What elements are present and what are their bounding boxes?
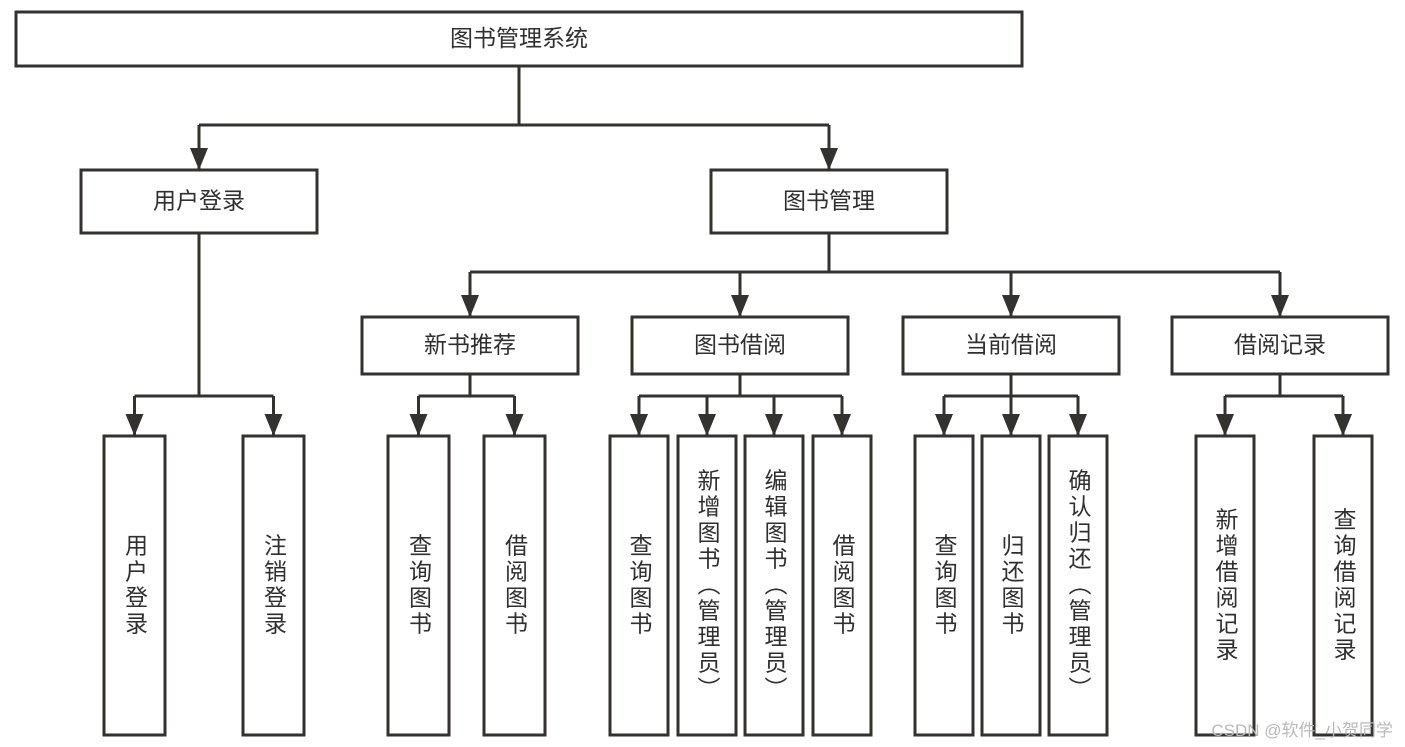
node-label: 用户登录 xyxy=(122,534,149,638)
node-label: 借阅图书 xyxy=(829,534,856,638)
node-leaf-add-record[interactable]: 新增借阅记录 xyxy=(1194,434,1256,737)
arrow-head-icon xyxy=(935,414,953,436)
node-box xyxy=(709,168,949,235)
node-box xyxy=(14,10,1024,68)
node-label: 用户登录 xyxy=(153,188,245,214)
node-label: 查询图书 xyxy=(406,534,433,638)
node-label: 确认归还（管理员） xyxy=(1065,469,1092,703)
node-box xyxy=(1170,315,1390,376)
node-box xyxy=(1047,434,1109,737)
node-user-login[interactable]: 用户登录 xyxy=(79,168,319,235)
arrow-head-icon xyxy=(409,414,428,436)
node-label: 查询图书 xyxy=(626,534,653,638)
node-box xyxy=(630,315,850,376)
arrow-head-icon xyxy=(731,295,749,317)
node-label: 新书推荐 xyxy=(424,332,516,358)
node-box xyxy=(102,434,167,737)
node-book-manage[interactable]: 图书管理 xyxy=(709,168,949,235)
node-leaf-borrow-book-rec[interactable]: 借阅图书 xyxy=(482,434,547,737)
node-label: 借阅图书 xyxy=(502,534,529,638)
node-leaf-query-record[interactable]: 查询借阅记录 xyxy=(1312,434,1374,737)
node-box xyxy=(980,434,1042,737)
arrow-head-icon xyxy=(1271,295,1289,317)
arrow-head-icon xyxy=(125,414,144,436)
node-leaf-confirm-return[interactable]: 确认归还（管理员） xyxy=(1047,434,1109,737)
node-label: 编辑图书（管理员） xyxy=(761,469,788,703)
node-label: 图书管理系统 xyxy=(450,25,588,51)
node-box xyxy=(901,315,1121,376)
node-borrow-record[interactable]: 借阅记录 xyxy=(1170,315,1390,376)
node-leaf-return-book[interactable]: 归还图书 xyxy=(980,434,1042,737)
arrow-head-icon xyxy=(1002,414,1020,436)
node-box xyxy=(1194,434,1256,737)
arrow-head-icon xyxy=(630,414,648,436)
arrow-head-icon xyxy=(765,414,783,436)
arrow-head-icon xyxy=(698,414,716,436)
node-leaf-query-book-borrow[interactable]: 查询图书 xyxy=(608,434,670,737)
node-new-book-recommend[interactable]: 新书推荐 xyxy=(360,315,580,376)
node-label: 借阅记录 xyxy=(1234,332,1326,358)
arrow-head-icon xyxy=(190,148,208,170)
node-leaf-add-book[interactable]: 新增图书（管理员） xyxy=(676,434,738,737)
node-box xyxy=(913,434,975,737)
node-label: 注销登录 xyxy=(261,534,288,638)
node-leaf-query-book-rec[interactable]: 查询图书 xyxy=(386,434,451,737)
node-leaf-borrow-book[interactable]: 借阅图书 xyxy=(811,434,873,737)
arrow-head-icon xyxy=(1216,414,1234,436)
node-box xyxy=(1312,434,1374,737)
node-box xyxy=(811,434,873,737)
node-box xyxy=(360,315,580,376)
arrow-head-icon xyxy=(461,295,479,317)
arrow-head-icon xyxy=(1069,414,1087,436)
arrow-head-icon xyxy=(820,148,838,170)
arrow-head-icon xyxy=(833,414,851,436)
node-box xyxy=(386,434,451,737)
node-book-borrow[interactable]: 图书借阅 xyxy=(630,315,850,376)
node-label: 查询借阅记录 xyxy=(1330,508,1357,664)
node-leaf-user-logout[interactable]: 注销登录 xyxy=(241,434,306,737)
node-label: 图书借阅 xyxy=(694,332,786,358)
node-root[interactable]: 图书管理系统 xyxy=(14,10,1024,68)
arrow-head-icon xyxy=(1334,414,1352,436)
arrow-head-icon xyxy=(505,414,524,436)
node-label: 归还图书 xyxy=(998,534,1025,638)
node-label: 新增借阅记录 xyxy=(1212,508,1239,664)
arrow-head-icon xyxy=(264,414,283,436)
csdn-watermark: CSDN @软件_小贺同学 xyxy=(1211,721,1393,740)
node-label: 查询图书 xyxy=(931,534,958,638)
node-leaf-query-book-cur[interactable]: 查询图书 xyxy=(913,434,975,737)
node-label: 当前借阅 xyxy=(965,332,1057,358)
node-box xyxy=(676,434,738,737)
node-box xyxy=(241,434,306,737)
node-leaf-edit-book[interactable]: 编辑图书（管理员） xyxy=(743,434,805,737)
node-current-borrow[interactable]: 当前借阅 xyxy=(901,315,1121,376)
node-label: 图书管理 xyxy=(783,188,875,214)
node-box xyxy=(482,434,547,737)
node-layer: 图书管理系统用户登录图书管理新书推荐图书借阅当前借阅借阅记录用户登录注销登录查询… xyxy=(14,10,1390,737)
node-box xyxy=(79,168,319,235)
node-leaf-user-login[interactable]: 用户登录 xyxy=(102,434,167,737)
node-box xyxy=(743,434,805,737)
edge-layer xyxy=(125,66,1352,436)
arrow-head-icon xyxy=(1002,295,1020,317)
node-box xyxy=(608,434,670,737)
node-label: 新增图书（管理员） xyxy=(694,469,721,703)
